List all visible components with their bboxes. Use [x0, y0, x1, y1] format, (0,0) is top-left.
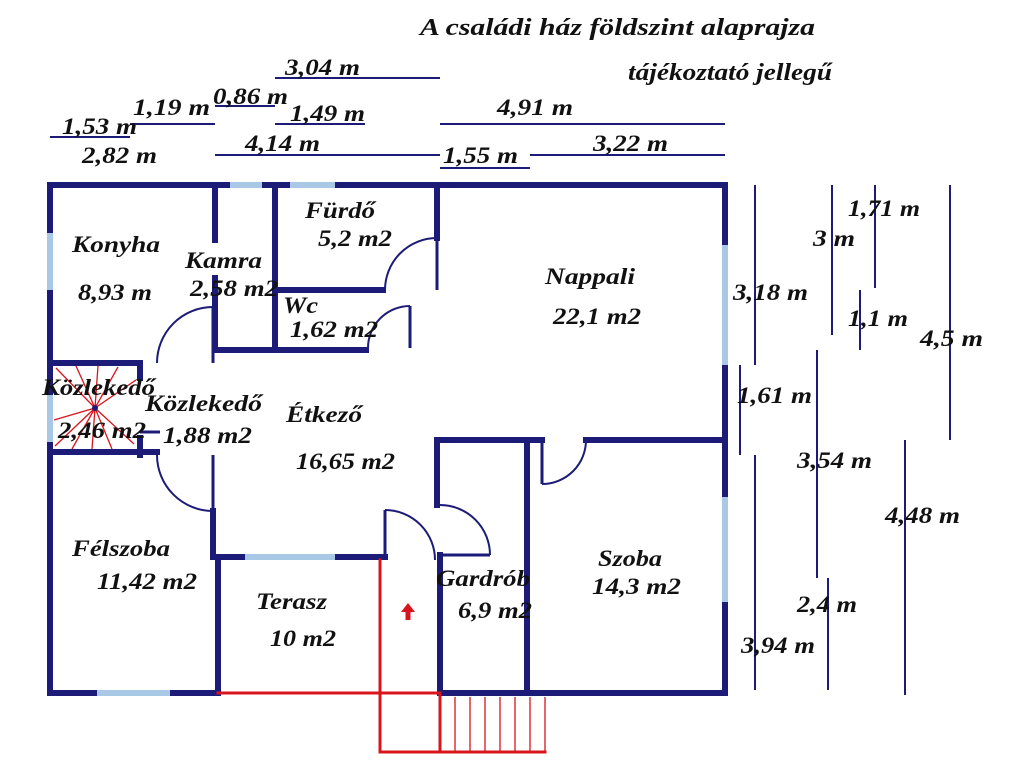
windows — [47, 182, 728, 696]
dimension-label: 3,04 m — [284, 55, 360, 80]
top-dimension-lines — [50, 77, 725, 169]
room-name-terasz: Terasz — [256, 589, 327, 614]
dimension-label: 3 m — [812, 226, 855, 251]
entrance-and-terrace-outline — [216, 558, 547, 754]
room-name-felszoba: Félszoba — [71, 536, 170, 561]
dimension-label: 1,61 m — [737, 383, 812, 408]
door-swing-arc-szoba — [541, 439, 587, 485]
room-area-kozlekedo: 1,88 m2 — [163, 423, 252, 448]
right-dimension-labels: 1,71 m 3 m 3,18 m 1,1 m 4,5 m 1,61 m 3,5… — [732, 196, 983, 658]
room-area-etkezo: 16,65 m2 — [296, 449, 395, 474]
dimension-label: 4,14 m — [244, 131, 320, 156]
dimension-label: 1,55 m — [443, 143, 518, 168]
terrace-steps — [454, 697, 546, 752]
interior-walls — [47, 182, 728, 696]
dimension-label: 3,18 m — [732, 280, 808, 305]
stair-step — [53, 407, 96, 421]
room-name-nappali: Nappali — [544, 264, 636, 289]
dimension-label: 1,1 m — [848, 306, 908, 331]
dimension-label: 1,19 m — [133, 95, 210, 120]
plan-subtitle: tájékoztató jellegű — [628, 60, 834, 86]
door-swing-arc-konyha — [156, 306, 214, 364]
dimension-label: 0,86 m — [213, 84, 288, 109]
dimension-label: 2,4 m — [796, 592, 857, 617]
stair-step — [91, 407, 96, 450]
dimension-label: 1,53 m — [62, 114, 137, 139]
door-swing-arc-wc — [367, 305, 411, 349]
dimension-label: 1,49 m — [290, 101, 365, 126]
entrance-arrow-icon — [401, 603, 415, 620]
dimension-label: 4,5 m — [919, 326, 983, 351]
door-swing-arc-gardrob — [439, 504, 491, 556]
room-area-szoba: 14,3 m2 — [592, 574, 681, 599]
stair-step — [55, 367, 96, 409]
room-area-wc: 1,62 m2 — [290, 317, 378, 342]
room-area-nappali: 22,1 m2 — [552, 304, 641, 329]
room-labels: Konyha 8,93 m Kamra 2,58 m2 Fürdő 5,2 m2… — [41, 198, 681, 651]
stair-step — [54, 407, 96, 447]
dimension-label: 3,22 m — [592, 131, 668, 156]
door-swing-arc-felszoba — [156, 454, 214, 512]
stair-step — [94, 365, 99, 409]
stair-step — [75, 365, 96, 409]
door-swing-arc-entrance — [384, 509, 436, 561]
doors — [156, 237, 587, 561]
stair-step — [71, 407, 96, 450]
room-area-kamra: 2,58 m2 — [189, 276, 278, 301]
room-area-felszoba: 11,42 m2 — [97, 569, 197, 594]
dimension-label: 3,54 m — [796, 448, 872, 473]
dimension-label: 4,91 m — [496, 95, 573, 120]
room-name-etkezo: Étkező — [285, 402, 364, 427]
right-dimension-lines — [739, 185, 951, 695]
room-area-kozlekedo-stair: 2,46 m2 — [57, 418, 146, 443]
room-name-kozlekedo: Közlekedő — [144, 391, 264, 416]
room-name-szoba: Szoba — [598, 546, 662, 571]
room-name-wc: Wc — [283, 293, 318, 318]
room-name-konyha: Konyha — [71, 232, 160, 257]
stair-step — [94, 407, 113, 450]
dimension-label: 4,48 m — [884, 503, 960, 528]
dimension-label: 3,94 m — [740, 633, 815, 658]
dimension-label: 1,71 m — [848, 196, 920, 221]
spiral-staircase — [53, 365, 137, 450]
dimension-label: 2,82 m — [81, 143, 157, 168]
room-area-terasz: 10 m2 — [270, 626, 336, 651]
plan-title: A családi ház földszint alaprajza — [418, 15, 815, 41]
stair-center-post — [92, 405, 98, 411]
room-name-gardrob: Gardrób — [436, 566, 530, 591]
room-area-furdo: 5,2 m2 — [318, 226, 392, 251]
room-name-kozlekedo-stair: Közlekedő — [41, 375, 157, 400]
stair-step — [94, 379, 137, 409]
room-name-furdo: Fürdő — [304, 198, 377, 223]
room-name-kamra: Kamra — [184, 248, 262, 273]
stair-step — [94, 366, 119, 409]
room-area-konyha: 8,93 m — [78, 280, 152, 305]
top-dimension-labels: 3,04 m 0,86 m 1,19 m 1,49 m 4,91 m 1,53 … — [62, 55, 668, 168]
door-swing-arc-furdo — [384, 237, 438, 291]
room-area-gardrob: 6,9 m2 — [458, 598, 532, 623]
stair-step — [94, 407, 135, 445]
